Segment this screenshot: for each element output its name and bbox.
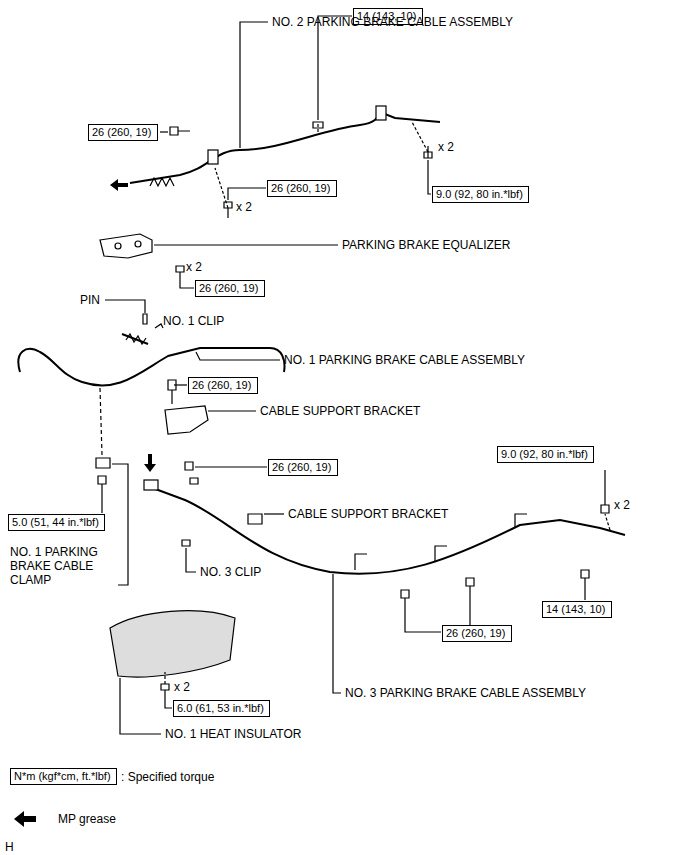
torque-box: 9.0 (92, 80 in.*lbf) xyxy=(432,186,529,203)
legend-text: : Specified torque xyxy=(121,770,214,784)
torque-value: 9.0 (92, 80 in.*lbf) xyxy=(501,448,588,460)
legend-text: MP grease xyxy=(58,812,116,826)
torque-value: 26 (260, 19) xyxy=(271,182,330,194)
part-label: x 2 xyxy=(186,260,202,274)
part-label: NO. 1 PARKING BRAKE CABLE ASSEMBLY xyxy=(284,353,525,367)
torque-value: 14 (143, 10) xyxy=(546,603,605,615)
torque-box: N*m (kgf*cm, ft.*lbf) xyxy=(10,768,117,785)
torque-box: 26 (260, 19) xyxy=(88,124,158,141)
part-label: H xyxy=(5,840,14,854)
torque-value: 26 (260, 19) xyxy=(199,282,258,294)
part-label: PIN xyxy=(80,293,100,307)
part-label: PARKING BRAKE EQUALIZER xyxy=(342,238,511,252)
torque-value: 26 (260, 19) xyxy=(192,379,251,391)
part-label: NO. 3 CLIP xyxy=(200,565,261,579)
torque-box: 6.0 (61, 53 in.*lbf) xyxy=(173,700,270,717)
part-label: CABLE SUPPORT BRACKET xyxy=(288,507,448,521)
part-label: x 2 xyxy=(438,140,454,154)
torque-value: 6.0 (61, 53 in.*lbf) xyxy=(177,702,264,714)
torque-value: 5.0 (51, 44 in.*lbf) xyxy=(12,516,99,528)
torque-box: 26 (260, 19) xyxy=(195,280,265,297)
torque-value: N*m (kgf*cm, ft.*lbf) xyxy=(14,770,111,782)
torque-value: 9.0 (92, 80 in.*lbf) xyxy=(436,188,523,200)
part-label: NO. 1 PARKING BRAKE CABLE CLAMP xyxy=(10,545,115,587)
torque-box: 14 (143, 10) xyxy=(542,601,612,618)
torque-box: 9.0 (92, 80 in.*lbf) xyxy=(497,446,594,463)
torque-box: 26 (260, 19) xyxy=(268,459,338,476)
part-label: x 2 xyxy=(614,498,630,512)
torque-box: 26 (260, 19) xyxy=(188,377,258,394)
part-label: x 2 xyxy=(236,200,252,214)
torque-value: 26 (260, 19) xyxy=(272,461,331,473)
torque-box: 26 (260, 19) xyxy=(267,180,337,197)
part-label: NO. 3 PARKING BRAKE CABLE ASSEMBLY xyxy=(345,686,586,700)
part-label: NO. 2 PARKING BRAKE CABLE ASSEMBLY xyxy=(272,15,513,29)
part-label: NO. 1 HEAT INSULATOR xyxy=(165,727,301,741)
torque-value: 26 (260, 19) xyxy=(446,627,505,639)
grease-arrow-symbol xyxy=(14,811,36,827)
part-label: x 2 xyxy=(174,680,190,694)
torque-value: 26 (260, 19) xyxy=(92,126,151,138)
part-label: NO. 1 CLIP xyxy=(163,314,224,328)
part-label: CABLE SUPPORT BRACKET xyxy=(260,404,420,418)
torque-box: 5.0 (51, 44 in.*lbf) xyxy=(8,514,105,531)
torque-box: 26 (260, 19) xyxy=(442,625,512,642)
